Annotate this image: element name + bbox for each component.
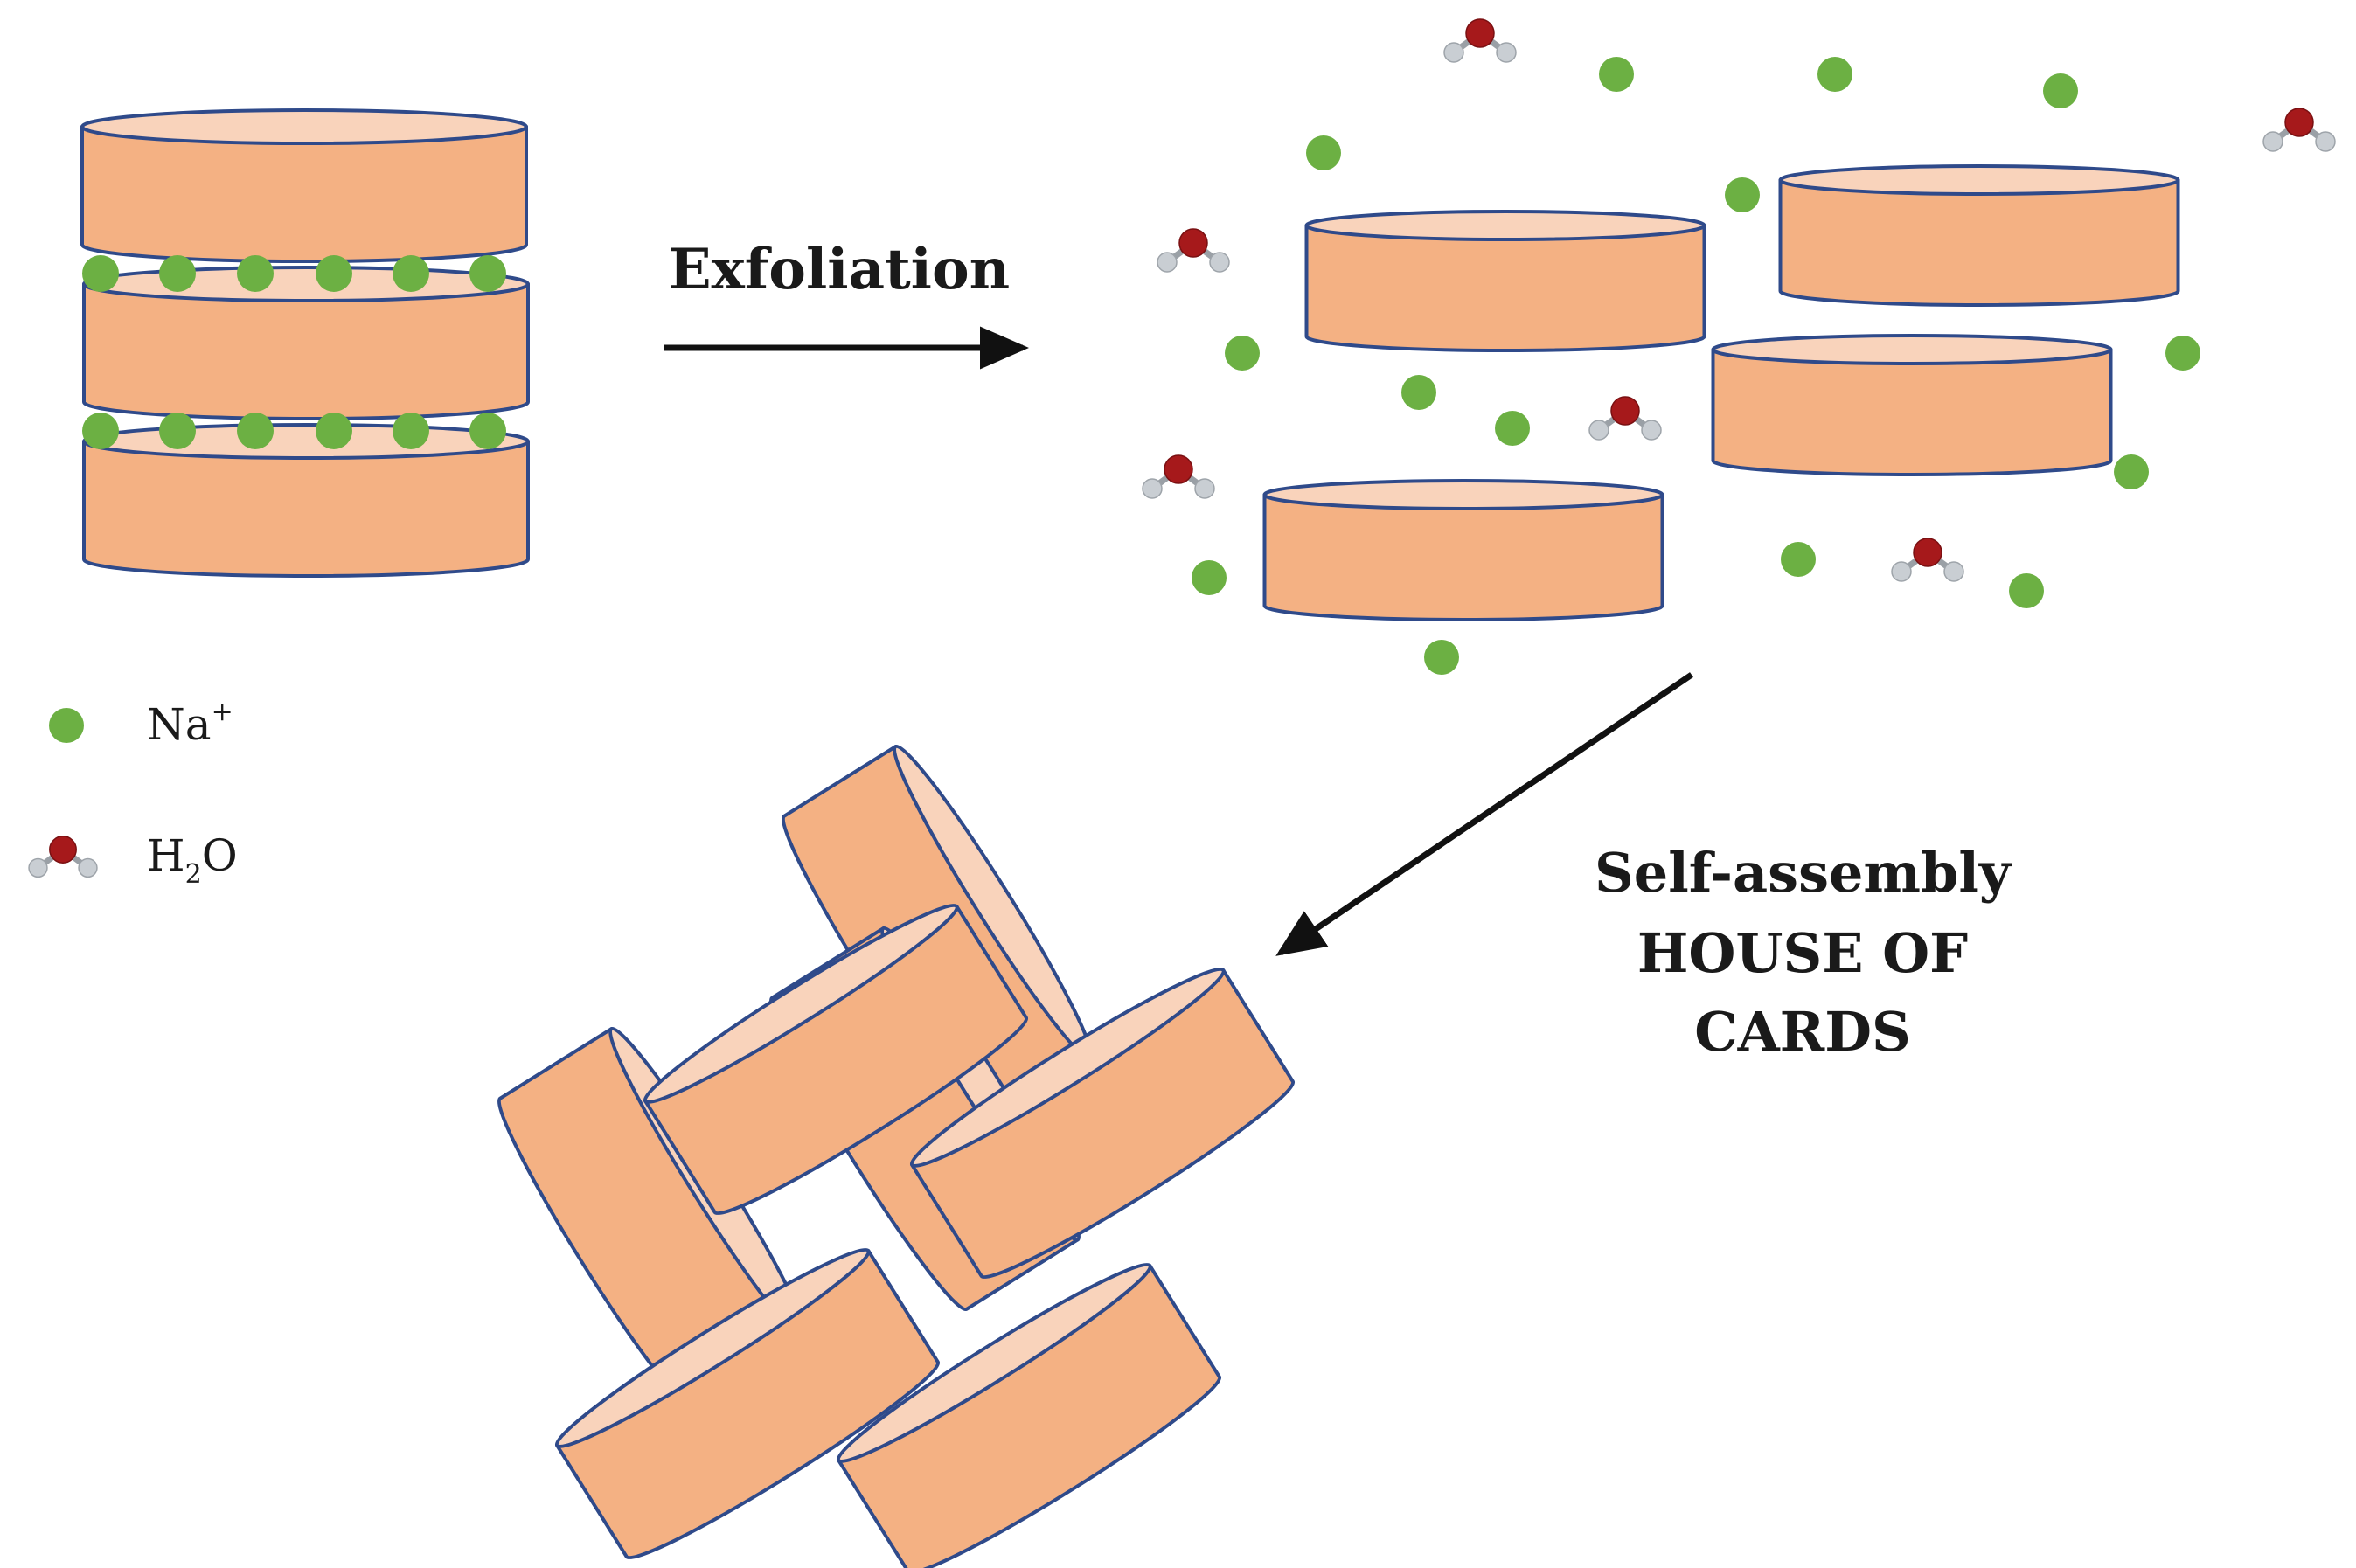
legend: Na+ H2O [28, 697, 238, 890]
sodium-ion [2165, 336, 2200, 371]
water-molecule [1588, 396, 1662, 441]
sodium-legend-icon [49, 708, 84, 743]
interlayer-sodium-ion [469, 413, 506, 449]
clay-layer [82, 423, 530, 578]
interlayer-sodium-ion [237, 255, 274, 292]
water-molecules [1142, 18, 2336, 582]
sodium-legend-label: Na+ [147, 697, 233, 750]
sodium-ion [2043, 73, 2078, 108]
exfoliation-label: Exfoliation [669, 237, 1010, 302]
sodium-ion [1817, 57, 1852, 92]
cards-label: CARDS [1694, 1000, 1911, 1064]
clay-layer [82, 266, 530, 420]
self-assembly-arrow [1275, 672, 1693, 956]
self-assembly-step: Self-assembly HOUSE OF CARDS [1275, 672, 2012, 1064]
interlayer-sodium-ion [159, 255, 196, 292]
water-molecule [1891, 538, 1964, 582]
water-molecule [2262, 108, 2336, 152]
water-legend-label: H2O [147, 830, 238, 890]
sodium-ion [1306, 135, 1341, 170]
exfoliated-platelet [1304, 210, 1706, 352]
sodium-ion [1599, 57, 1634, 92]
sodium-ions [1192, 57, 2200, 675]
interlayer-sodium-ion [393, 413, 429, 449]
sodium-ion [2114, 454, 2149, 489]
water-molecule [1142, 454, 1215, 499]
sodium-ion [1781, 542, 1816, 577]
house-of-label: HOUSE OF [1637, 921, 1968, 985]
sodium-ion [1424, 640, 1459, 675]
sodium-ion [1401, 375, 1436, 410]
interlayer-sodium-ion [82, 413, 119, 449]
interlayer-sodium-ion [316, 413, 352, 449]
interlayer-sodium-ion [159, 413, 196, 449]
sodium-ion [1225, 336, 1260, 371]
exfoliated-platelet [1778, 164, 2180, 307]
house-of-cards-structure [497, 744, 1296, 1568]
legend-water-molecule [28, 836, 98, 878]
clay-layer [80, 108, 528, 263]
interlayer-sodium-ion [316, 255, 352, 292]
interlayer-sodium-ion [469, 255, 506, 292]
water-legend-icon [28, 836, 98, 878]
stacked-clay-layers [80, 108, 530, 578]
exfoliation-step: Exfoliation [664, 237, 1029, 370]
self-assembly-label: Self-assembly [1595, 841, 2012, 905]
exfoliated-platelet [1262, 479, 1664, 621]
water-molecule [1157, 228, 1230, 273]
water-molecule [1443, 18, 1517, 63]
house-card [909, 967, 1296, 1280]
sodium-ion [1192, 560, 1227, 595]
house-card [554, 1247, 941, 1560]
exfoliated-platelet [1711, 334, 2113, 476]
house-card [836, 1262, 1222, 1568]
sodium-ion [2009, 573, 2044, 608]
house-card [643, 903, 1029, 1216]
sodium-ion [1495, 411, 1530, 446]
exfoliated-platelets [1262, 164, 2180, 621]
sodium-ion [1725, 177, 1760, 212]
interlayer-sodium-ion [237, 413, 274, 449]
interlayer-sodium-ion [393, 255, 429, 292]
interlayer-sodium-ion [82, 255, 119, 292]
